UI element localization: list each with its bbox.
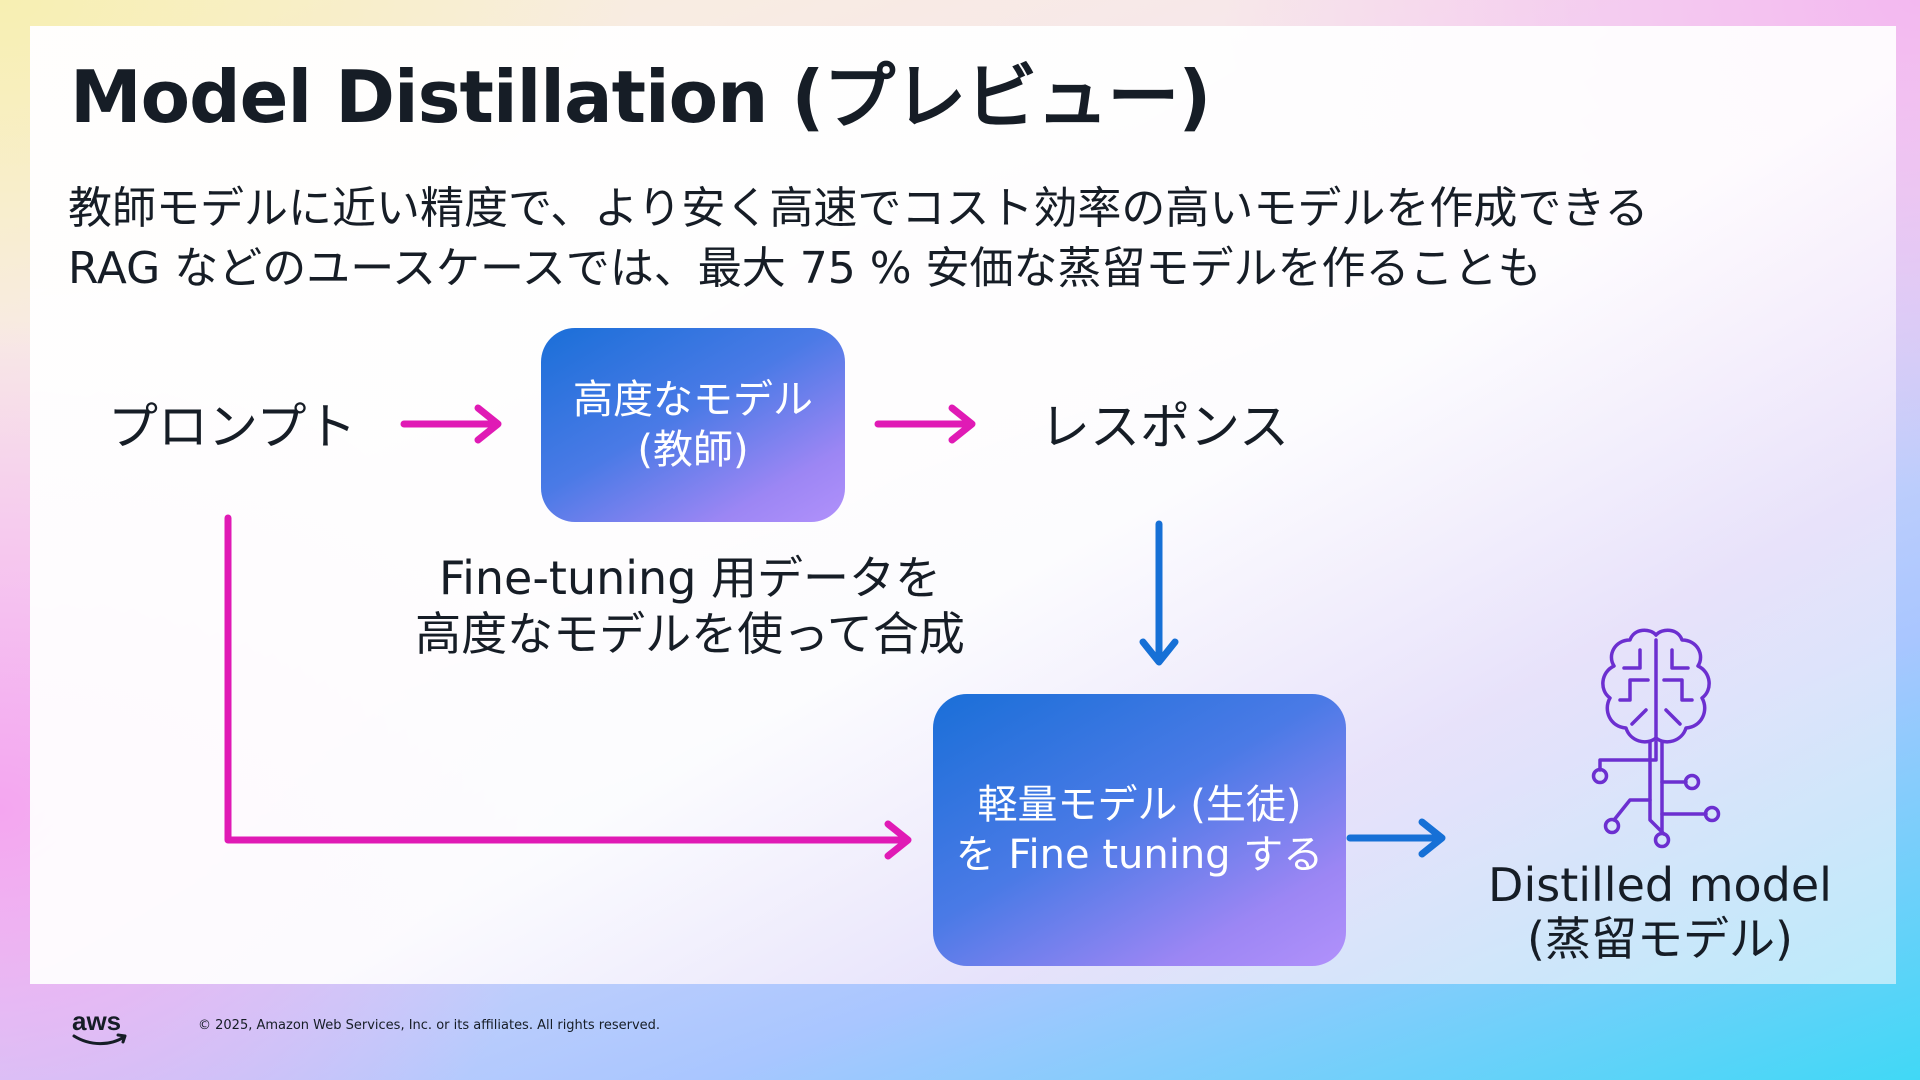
copyright-text: © 2025, Amazon Web Services, Inc. or its… bbox=[198, 1018, 661, 1033]
distilled-model-subname: (蒸留モデル) bbox=[1527, 912, 1793, 966]
aws-logo: aws bbox=[70, 1006, 132, 1048]
response-label: レスポンス bbox=[1040, 398, 1289, 456]
teacher-model-box: 高度なモデル (教師) bbox=[541, 328, 845, 522]
distilled-model-label: Distilled model (蒸留モデル) bbox=[1460, 858, 1860, 966]
synthesis-text: Fine-tuning 用データを 高度なモデルを使って合成 bbox=[380, 550, 1000, 662]
subtitle-line-1: 教師モデルに近い精度で、より安く高速でコスト効率の高いモデルを作成できる bbox=[68, 183, 1649, 234]
student-model-label: 軽量モデル (生徒) bbox=[977, 782, 1302, 828]
teacher-model-label: 高度なモデル bbox=[573, 377, 813, 423]
subtitle-line-2: RAG などのユースケースでは、最大 75 % 安価な蒸留モデルを作ることも bbox=[68, 243, 1542, 294]
aws-logo-text: aws bbox=[72, 1006, 121, 1036]
student-model-box: 軽量モデル (生徒) を Fine tuning する bbox=[933, 694, 1346, 966]
synthesis-line-1: Fine-tuning 用データを bbox=[438, 551, 942, 605]
student-action-label: を Fine tuning する bbox=[955, 832, 1324, 878]
distilled-model-name: Distilled model bbox=[1488, 858, 1832, 912]
prompt-label: プロンプト bbox=[108, 398, 357, 456]
slide-title: Model Distillation (プレビュー) bbox=[70, 55, 1211, 139]
teacher-role-label: (教師) bbox=[637, 427, 749, 473]
synthesis-line-2: 高度なモデルを使って合成 bbox=[415, 607, 965, 661]
